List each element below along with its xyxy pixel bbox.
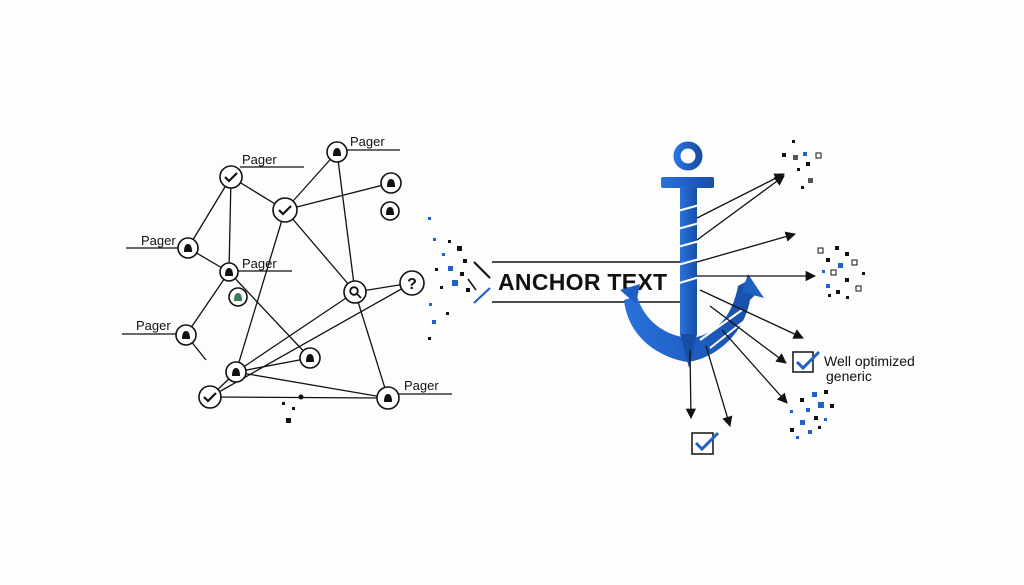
- question-icon: ?: [407, 276, 417, 293]
- node-bell-green: [228, 287, 248, 307]
- check-icon: [224, 172, 238, 183]
- node-bell-7: [299, 347, 321, 369]
- bell-icon: [234, 293, 242, 301]
- bell-icon: [387, 179, 395, 187]
- node-bell-2: [380, 172, 402, 194]
- search-icon: [349, 286, 359, 296]
- bell-icon: [333, 148, 341, 156]
- node-bell-4: [177, 237, 199, 259]
- bell-icon: [225, 268, 233, 276]
- pager-label: Pager: [242, 256, 277, 271]
- anchor-text-title: ANCHOR TEXT: [498, 269, 667, 295]
- data-cluster-mid: [817, 246, 865, 299]
- chevron-arrows: [467, 261, 491, 304]
- pager-label: Pager: [136, 318, 171, 333]
- node-question: ?: [399, 270, 425, 296]
- anchor-text-box: ANCHOR TEXT: [492, 261, 690, 303]
- graph-edges: [122, 149, 452, 399]
- node-bell-6: [175, 324, 197, 346]
- bell-icon: [306, 354, 314, 362]
- pager-label: Pager: [350, 134, 385, 149]
- bell-icon: [384, 394, 392, 402]
- check-icon: [203, 392, 217, 403]
- checkbox-icon: [795, 350, 821, 371]
- node-check-3: [198, 385, 222, 409]
- checkbox-bottom: [691, 431, 720, 455]
- checkbox-icon: [694, 431, 720, 452]
- data-cluster-top: [782, 140, 822, 189]
- node-check-2: [272, 197, 298, 223]
- bell-icon: [232, 368, 240, 376]
- node-bell-1: [326, 141, 348, 163]
- node-bell-5: [219, 262, 239, 282]
- checkbox-well-optimized: Well optimized generic: [792, 350, 915, 384]
- node-bell-8: [225, 361, 247, 383]
- rope-wraps: [673, 202, 749, 349]
- node-search: [343, 280, 367, 304]
- pager-label: Pager: [404, 378, 439, 393]
- pager-label: Pager: [242, 152, 277, 167]
- output-label-line1: Well optimized: [824, 353, 915, 369]
- pager-label: Pager: [141, 233, 176, 248]
- node-bell-3: [380, 201, 400, 221]
- node-check-1: [219, 165, 243, 189]
- output-label-line2: generic: [826, 368, 872, 384]
- network-graph: ? Pager Pager Pager Pager Pager Pager: [122, 134, 452, 410]
- anchor-icon: [620, 141, 764, 368]
- check-icon: [278, 205, 292, 216]
- bell-icon: [182, 331, 190, 339]
- node-bell-9: [376, 386, 400, 410]
- bell-icon: [386, 207, 394, 215]
- outgoing-arrows: [685, 173, 817, 427]
- bell-icon: [184, 244, 192, 252]
- data-cluster-bottom: [790, 390, 834, 439]
- pixel-fragments-left: [282, 217, 470, 423]
